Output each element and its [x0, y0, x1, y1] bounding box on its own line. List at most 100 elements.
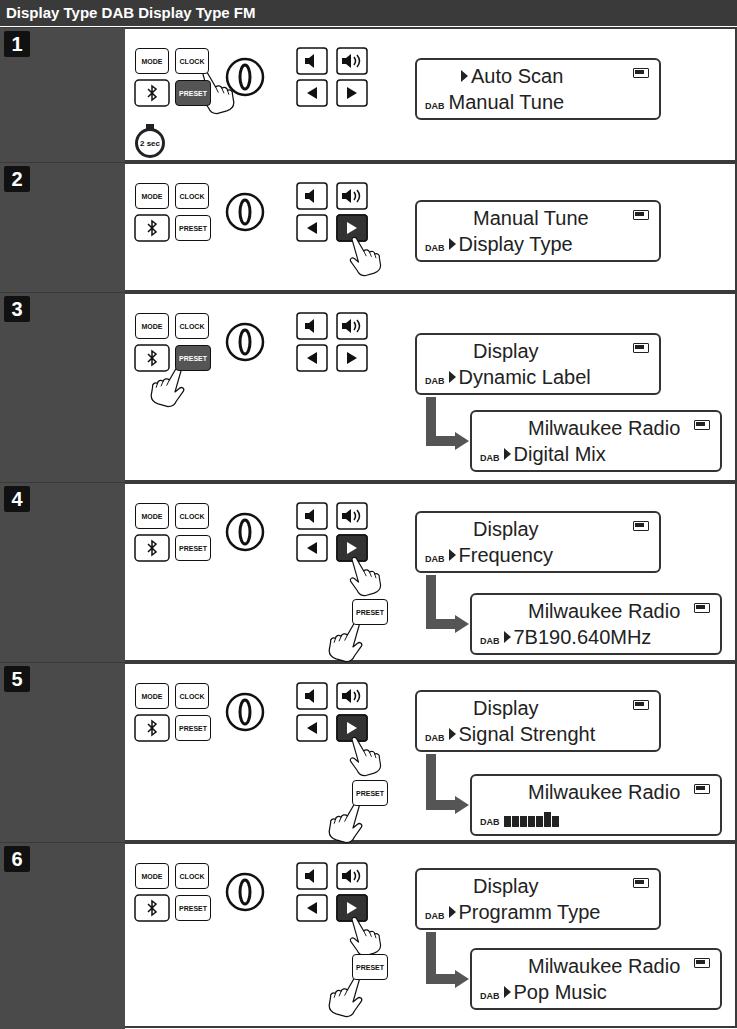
illustration-part	[337, 895, 367, 921]
node-text: PRESET	[179, 355, 207, 362]
illustration-part	[1, 663, 736, 841]
node-text: Pop Music	[514, 980, 607, 1004]
radio-button: MODE	[135, 503, 169, 529]
band-label: DAB	[480, 990, 500, 1002]
node-text: Milwaukee Radio	[528, 416, 680, 440]
flow-arrow	[431, 932, 455, 979]
radio-button: PRESET	[175, 215, 211, 241]
signal-bar	[536, 816, 543, 827]
flow-arrow	[431, 397, 455, 441]
step-number: 4	[4, 486, 30, 512]
illustration-part	[1, 163, 736, 291]
illustration-part	[329, 620, 362, 661]
title: Display Type DAB Display Type FM	[6, 4, 737, 21]
selection-marker	[449, 906, 456, 918]
radio-button: CLOCK	[175, 183, 209, 209]
node-text: MODE	[142, 193, 163, 200]
node-text: CLOCK	[180, 323, 205, 330]
signal-bar	[512, 816, 519, 827]
step-number: 3	[4, 296, 30, 322]
lcd-display: Auto ScanDABManual Tune	[415, 58, 661, 120]
battery-icon	[633, 878, 649, 888]
node-text: Display Type	[459, 232, 573, 256]
node-text: CLOCK	[180, 193, 205, 200]
lcd-display: Milwaukee RadioDABDigital Mix	[470, 410, 722, 472]
band-label: DAB	[480, 635, 500, 647]
illustration-part	[135, 503, 367, 561]
selection-marker	[449, 549, 456, 561]
node-text: Digital Mix	[514, 442, 606, 466]
node-text: Display	[473, 874, 539, 898]
battery-icon	[694, 420, 710, 430]
radio-button: PRESET	[175, 715, 211, 741]
illustration-part	[135, 683, 367, 741]
illustration-part	[135, 313, 367, 371]
illustration-part	[329, 801, 362, 842]
illustration-part	[350, 737, 380, 775]
illustration-part	[138, 131, 162, 155]
node-text: 6	[11, 848, 22, 871]
signal-bar	[520, 816, 527, 827]
band-label: DAB	[425, 553, 445, 565]
step-number: 6	[4, 846, 30, 872]
selection-marker	[449, 238, 456, 250]
signal-bar	[552, 816, 559, 827]
illustration-part	[135, 183, 367, 241]
lcd-display: DisplayDABFrequency	[415, 511, 661, 573]
radio-button: PRESET	[175, 895, 211, 921]
node-text: 1	[11, 33, 22, 56]
node-text: Auto Scan	[471, 64, 563, 88]
node-text: MODE	[142, 693, 163, 700]
selection-marker	[504, 631, 511, 643]
illustration-part	[0, 483, 125, 662]
lcd-display: Milwaukee RadioDAB	[470, 774, 722, 836]
node-text: MODE	[142, 513, 163, 520]
signal-bars	[504, 812, 560, 827]
step-number: 2	[4, 166, 30, 192]
radio-button: MODE	[135, 313, 169, 339]
band-label: DAB	[425, 242, 445, 254]
battery-icon	[633, 700, 649, 710]
radio-button: PRESET	[352, 599, 388, 625]
illustration-part	[135, 863, 367, 921]
band-label: DAB	[425, 100, 445, 112]
node-text: 3	[11, 298, 22, 321]
band-label: DAB	[425, 732, 445, 744]
node-text: Programm Type	[459, 900, 601, 924]
battery-icon	[633, 210, 649, 220]
signal-bar	[504, 816, 511, 827]
selection-marker	[504, 986, 511, 998]
illustration-part	[1, 28, 736, 161]
node-text: PRESET	[356, 790, 384, 797]
node-text: Manual Tune	[473, 206, 589, 230]
illustration-part	[1, 293, 736, 481]
lcd-display: DisplayDABSignal Strenght	[415, 690, 661, 752]
illustration-part	[350, 237, 380, 275]
node-text: PRESET	[179, 225, 207, 232]
node-text: MODE	[142, 873, 163, 880]
illustration-part	[329, 975, 362, 1016]
node-text: Milwaukee Radio	[528, 780, 680, 804]
node-text: 5	[11, 668, 22, 691]
node-text: MODE	[142, 323, 163, 330]
illustration-part	[135, 48, 367, 106]
illustration-part	[0, 163, 125, 292]
node-text: CLOCK	[180, 513, 205, 520]
node-text: 7B190.640MHz	[514, 625, 652, 649]
radio-button: CLOCK	[175, 313, 209, 339]
radio-button: MODE	[135, 683, 169, 709]
node-text: PRESET	[179, 545, 207, 552]
node-text: PRESET	[356, 609, 384, 616]
battery-icon	[694, 784, 710, 794]
radio-button: PRESET	[175, 535, 211, 561]
node-text: MODE	[142, 58, 163, 65]
band-label: DAB	[480, 816, 500, 828]
flow-arrow	[431, 754, 455, 805]
radio-button: MODE	[135, 863, 169, 889]
lcd-display: DisplayDABDynamic Label	[415, 333, 661, 395]
signal-bar	[528, 816, 535, 827]
illustration-part	[1, 483, 736, 661]
selection-marker	[461, 70, 468, 82]
illustration-part	[350, 917, 380, 955]
